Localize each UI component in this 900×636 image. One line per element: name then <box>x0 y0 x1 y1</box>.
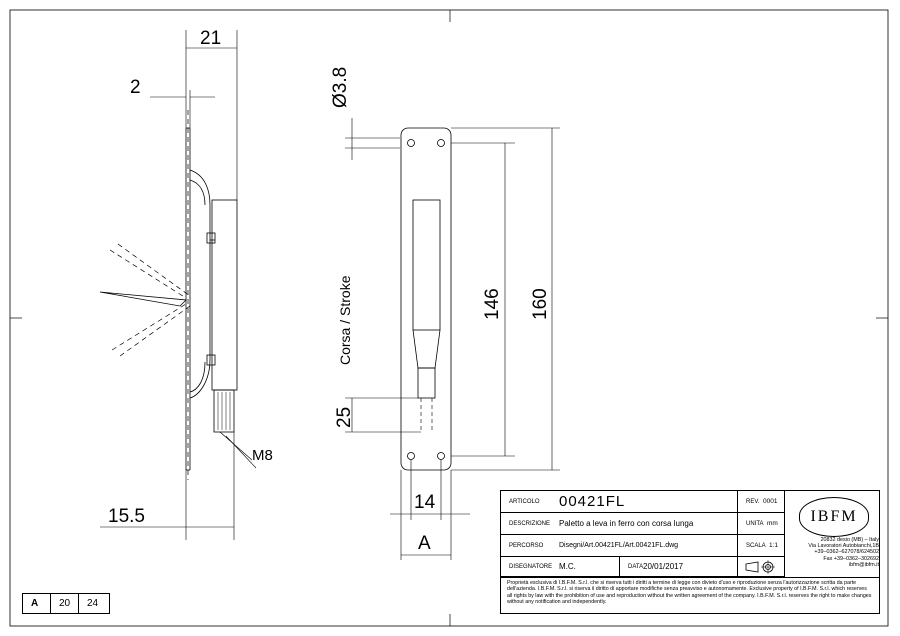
data-label: DATA <box>619 557 643 576</box>
side-dims <box>100 30 238 540</box>
dim-2: 2 <box>130 77 141 98</box>
side-view <box>99 110 257 480</box>
projection-symbol <box>737 557 784 576</box>
percorso-value: Disegni/Art.00421FL/Art.00421FL.dwg <box>559 542 679 549</box>
row-disegnatore: DISEGNATORE M.C. DATA 20/01/2017 <box>501 557 784 577</box>
front-view <box>400 127 452 471</box>
descrizione-value: Paletto a leva in ferro con corsa lunga <box>559 519 694 528</box>
dim-146: 146 <box>482 288 503 320</box>
front-dims <box>345 118 560 560</box>
disegnatore-label: DISEGNATORE <box>509 563 553 570</box>
title-block: ARTICOLO 00421FL REV. 0001 DESCRIZIONE P… <box>500 490 880 614</box>
company-logo-block: IBFM 20832 desio (MB) – Italy Via Lavora… <box>784 491 880 577</box>
label-m8: M8 <box>252 447 273 464</box>
address-line: 20832 desio (MB) – Italy <box>820 537 879 543</box>
articolo-label: ARTICOLO <box>509 498 540 505</box>
data-value: 20/01/2017 <box>643 562 684 571</box>
first-angle-projection-icon <box>745 559 775 574</box>
dim-21: 21 <box>200 28 221 49</box>
row-articolo: ARTICOLO 00421FL REV. 0001 <box>501 491 784 513</box>
scala-label: SCALA <box>737 535 767 556</box>
size-c2: 24 <box>87 598 99 609</box>
scala-value: 1:1 <box>769 542 779 549</box>
dim-25: 25 <box>334 407 355 428</box>
dim-160: 160 <box>530 288 551 320</box>
percorso-label: PERCORSO <box>509 542 544 549</box>
address-line: Fax +39–0362–302692 <box>823 555 879 562</box>
dim-14: 14 <box>414 492 436 513</box>
articolo-value: 00421FL <box>559 493 626 510</box>
unita-value: mm <box>767 520 778 527</box>
label-stroke: Corsa / Stroke <box>337 275 353 365</box>
row-percorso: PERCORSO Disegni/Art.00421FL/Art.00421FL… <box>501 535 784 557</box>
row-descrizione: DESCRIZIONE Paletto a leva in ferro con … <box>501 513 784 535</box>
sheet-ticks <box>10 10 888 626</box>
address-line: ibfm@ibfm.it <box>848 561 879 568</box>
descrizione-label: DESCRIZIONE <box>509 520 551 527</box>
rev-value: 0001 <box>763 498 778 505</box>
copyright-notice: Proprietà esclusiva di I.B.F.M. S.r.l. c… <box>501 577 879 613</box>
dim-15-5: 15.5 <box>108 506 145 527</box>
sheet-size-box: A 20 24 <box>22 593 110 614</box>
company-address: 20832 desio (MB) – Italy Via Lavoratori … <box>787 537 879 568</box>
company-logo: IBFM <box>799 497 869 537</box>
address-line: Via Lavoratori Autobianchi,1B <box>808 543 879 550</box>
dim-a: A <box>418 533 431 554</box>
size-letter: A <box>31 598 39 609</box>
address-line: +39–0362–627078/624502 <box>814 549 879 556</box>
size-c1: 20 <box>59 598 71 609</box>
dim-hole-diameter: Ø3.8 <box>330 67 351 108</box>
unita-label: UNITA <box>737 513 765 534</box>
disegnatore-value: M.C. <box>559 562 576 571</box>
rev-label: REV. <box>737 491 763 512</box>
